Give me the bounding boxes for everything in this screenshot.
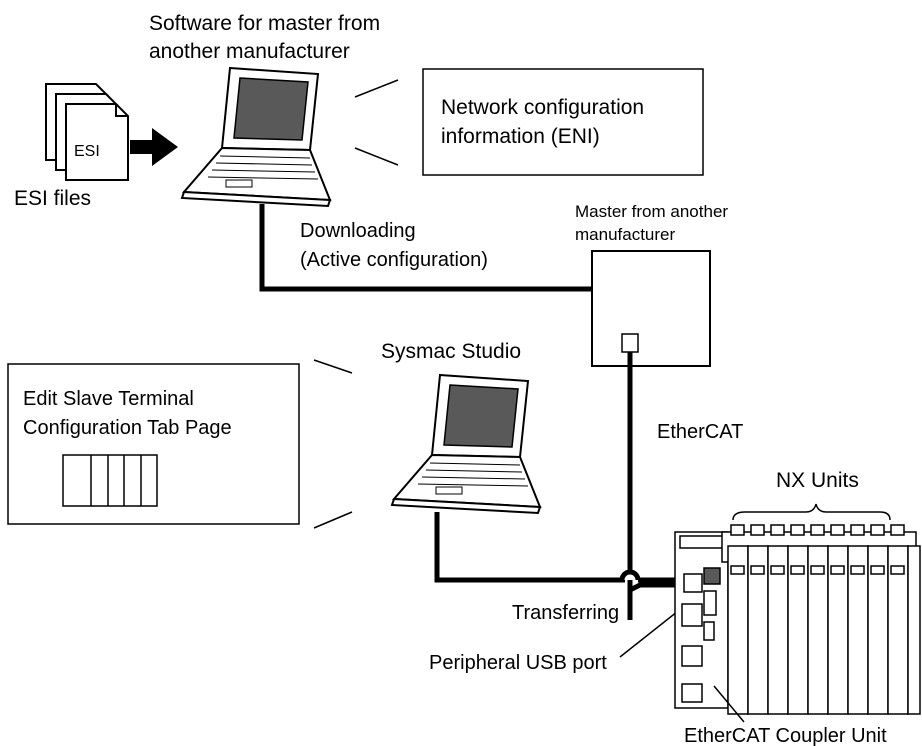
download-arrow bbox=[259, 204, 614, 294]
callout-line-bottom bbox=[313, 511, 353, 529]
transferring-label: Transferring bbox=[512, 602, 619, 624]
callout-line-top bbox=[354, 147, 399, 166]
coupler-leader bbox=[713, 685, 745, 723]
master-label-line1: Master from another bbox=[575, 202, 728, 221]
document-stack-icon bbox=[45, 83, 129, 181]
edit-label-line2: Configuration Tab Page bbox=[23, 417, 232, 439]
callout-line-top bbox=[354, 79, 399, 98]
slave-terminal-config-icon bbox=[62, 454, 158, 507]
esi-files-label: ESI files bbox=[14, 187, 91, 210]
eni-label-line2: information (ENI) bbox=[441, 125, 600, 148]
sysmac-studio-label: Sysmac Studio bbox=[381, 340, 521, 363]
callout-line-bottom bbox=[313, 359, 353, 374]
ethercat-cable-end bbox=[627, 582, 680, 620]
laptop-icon bbox=[180, 66, 332, 208]
sw-master-label-line2: another manufacturer bbox=[149, 40, 350, 63]
master-label-line2: manufacturer bbox=[575, 225, 675, 244]
ethercat-label: EtherCAT bbox=[657, 421, 743, 443]
cable-crossing bbox=[619, 569, 641, 581]
ethercat-coupler-and-nx-units-illustration bbox=[674, 524, 921, 715]
esi-doc-label: ESI bbox=[74, 143, 100, 160]
sw-master-label-line1: Software for master from bbox=[149, 12, 380, 35]
coupler-unit-label: EtherCAT Coupler Unit bbox=[684, 725, 887, 746]
nx-units-brace bbox=[732, 503, 891, 521]
eni-label-line1: Network configuration bbox=[441, 96, 644, 119]
laptop-icon bbox=[390, 373, 542, 515]
esi-to-laptop-arrow bbox=[130, 128, 178, 166]
downloading-label-line1: Downloading bbox=[300, 220, 416, 242]
edit-label-line1: Edit Slave Terminal bbox=[23, 388, 194, 410]
master-box bbox=[591, 250, 711, 367]
downloading-label-line2: (Active configuration) bbox=[300, 249, 488, 271]
master-port bbox=[621, 333, 639, 353]
eni-box bbox=[422, 68, 704, 176]
usb-port-label: Peripheral USB port bbox=[429, 652, 607, 674]
usb-cable bbox=[434, 512, 625, 583]
nx-units-label: NX Units bbox=[776, 469, 859, 492]
